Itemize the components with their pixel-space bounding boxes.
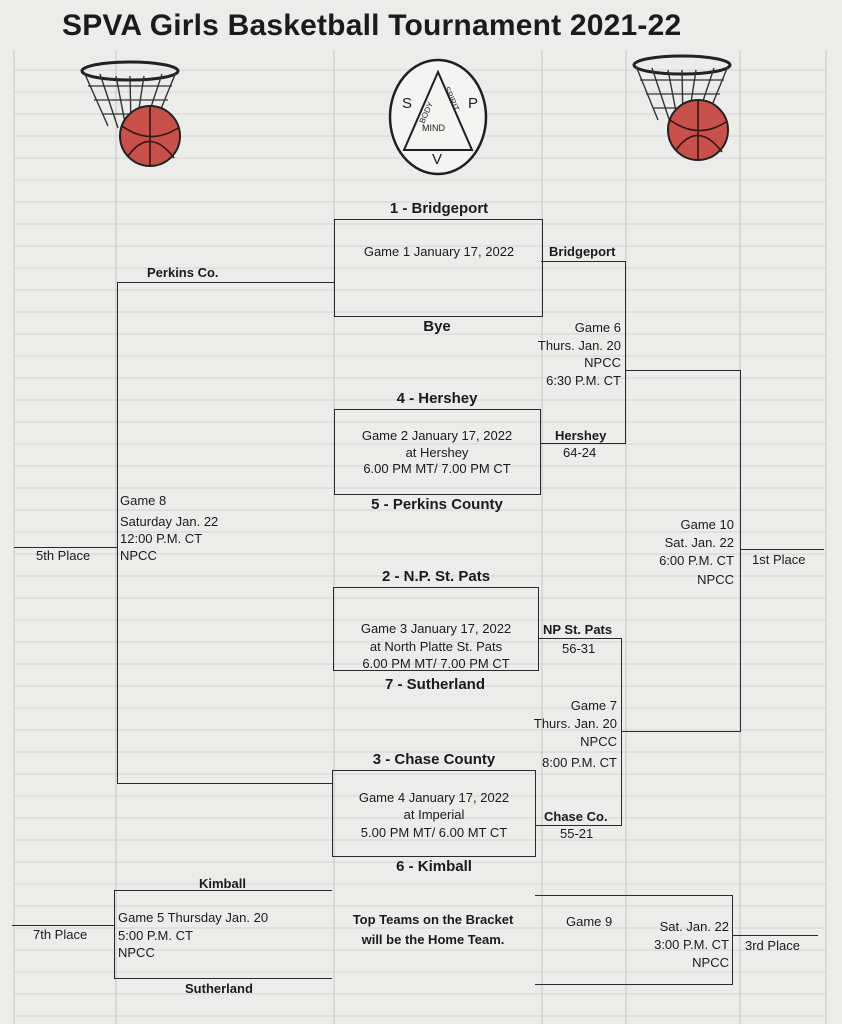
seventh-place-line: [12, 925, 115, 926]
game-6-line-1: Game 6: [574, 320, 621, 335]
game-3-line-1: Game 3 January 17, 2022: [360, 621, 512, 636]
game-10-bracket-line: [740, 370, 741, 732]
seed-6-label: 6 - Kimball: [396, 858, 472, 875]
game-10-line-3: 6:00 P.M. CT: [659, 553, 734, 568]
game-2-box: [334, 409, 541, 495]
game-5-line-1: Game 5 Thursday Jan. 20: [118, 910, 269, 925]
game-9-line-1: Sat. Jan. 22: [659, 919, 729, 934]
game-3-line-2: at North Platte St. Pats: [369, 639, 503, 654]
game-2-line-1: Game 2 January 17, 2022: [361, 428, 513, 443]
sutherland-label: Sutherland: [185, 981, 253, 996]
winner-4-label: Chase Co.: [544, 809, 608, 824]
game-3-line-3: 6.00 PM MT/ 7.00 PM CT: [362, 656, 510, 671]
seed-1-label: 1 - Bridgeport: [389, 200, 489, 217]
first-place-line: [740, 549, 824, 550]
game-5-line-3: NPCC: [118, 945, 155, 960]
basketball-hoop-icon: [80, 60, 181, 167]
game-4-line-1: Game 4 January 17, 2022: [358, 790, 510, 805]
perkins-co-line: [117, 282, 335, 283]
seed-2-label: 2 - N.P. St. Pats: [381, 568, 491, 585]
score-3-label: 56-31: [562, 641, 596, 656]
game-1-box: [334, 219, 543, 317]
logo-letter-s: S: [402, 95, 412, 112]
game-8-line-1: Game 8: [120, 493, 167, 508]
game-8-bottom-line: [117, 783, 333, 784]
winner-4-line: [536, 825, 622, 826]
seed-3-label: 3 - Chase County: [372, 751, 496, 768]
seed-5-label: 5 - Perkins County: [371, 496, 503, 513]
home-team-note-line-2: will be the Home Team.: [361, 932, 505, 947]
winner-3-line: [539, 638, 622, 639]
seed-7-label: 7 - Sutherland: [384, 676, 486, 693]
game-9-line-3: NPCC: [692, 955, 729, 970]
winner-1-label: Bridgeport: [549, 244, 616, 259]
game-2-line-3: 6.00 PM MT/ 7.00 PM CT: [363, 461, 511, 476]
game-1-info: Game 1 January 17, 2022: [363, 244, 515, 259]
game-9-top-line: [535, 895, 733, 896]
game-10-line-1: Game 10: [680, 517, 734, 532]
seventh-place-label: 7th Place: [33, 927, 88, 942]
game-10-line-2: Sat. Jan. 22: [664, 535, 734, 550]
score-4-label: 55-21: [560, 826, 594, 841]
bye-label: Bye: [423, 318, 451, 335]
game-7-line-2: Thurs. Jan. 20: [533, 716, 617, 731]
game-7-line-3: NPCC: [580, 734, 617, 749]
winner-1-line: [541, 261, 626, 262]
seed-4-label: 4 - Hershey: [396, 390, 478, 407]
first-place-label: 1st Place: [752, 552, 806, 567]
third-place-label: 3rd Place: [745, 938, 800, 953]
winner-3-label: NP St. Pats: [543, 622, 613, 637]
spva-logo-icon: S P V BODY SPIRIT MIND: [388, 58, 488, 176]
kimball-line: [114, 890, 332, 891]
fifth-place-label: 5th Place: [36, 548, 91, 563]
game-5-bracket-line: [114, 890, 115, 979]
logo-word-mind: MIND: [422, 123, 445, 133]
game-6-line-2: Thurs. Jan. 20: [537, 338, 621, 353]
game-4-line-3: 5.00 PM MT/ 6.00 MT CT: [360, 825, 508, 840]
game-8-line-4: NPCC: [120, 548, 157, 563]
basketball-hoop-icon: [632, 54, 732, 161]
game-9-label: Game 9: [566, 914, 613, 929]
page-title: SPVA Girls Basketball Tournament 2021-22: [62, 9, 682, 42]
score-2-label: 64-24: [563, 445, 597, 460]
game-6-bracket-line: [625, 261, 626, 444]
game-8-line-2: Saturday Jan. 22: [120, 514, 219, 529]
winner-2-label: Hershey: [555, 428, 607, 443]
game-9-line-2: 3:00 P.M. CT: [654, 937, 729, 952]
game-5-line-2: 5:00 P.M. CT: [118, 928, 193, 943]
game-9-bottom-line: [535, 984, 733, 985]
game-3-box: [333, 587, 539, 671]
game-8-bracket-line: [117, 282, 118, 784]
game-6-line-3: NPCC: [584, 355, 621, 370]
game-7-bracket-line: [621, 638, 622, 826]
game-4-box: [332, 770, 536, 857]
home-team-note-line-1: Top Teams on the Bracket: [352, 912, 514, 927]
sutherland-line: [114, 978, 332, 979]
game-2-line-2: at Hershey: [405, 445, 469, 460]
game-7-line-1: Game 7: [570, 698, 617, 713]
winner-2-line: [541, 443, 626, 444]
game-8-line-3: 12:00 P.M. CT: [120, 531, 203, 546]
game-9-bracket-line: [732, 895, 733, 985]
perkins-co-label: Perkins Co.: [147, 265, 219, 280]
fifth-place-line: [14, 547, 118, 548]
logo-letter-p: P: [468, 95, 478, 112]
game-10-line-4: NPCC: [697, 572, 734, 587]
third-place-line: [732, 935, 818, 936]
logo-letter-v: V: [432, 151, 442, 168]
game-7-line-4: 8:00 P.M. CT: [542, 755, 617, 770]
game-6-winner-line: [625, 370, 741, 371]
game-7-winner-line: [621, 731, 741, 732]
kimball-label: Kimball: [199, 876, 246, 891]
game-6-line-4: 6:30 P.M. CT: [546, 373, 621, 388]
game-4-line-2: at Imperial: [403, 807, 465, 822]
